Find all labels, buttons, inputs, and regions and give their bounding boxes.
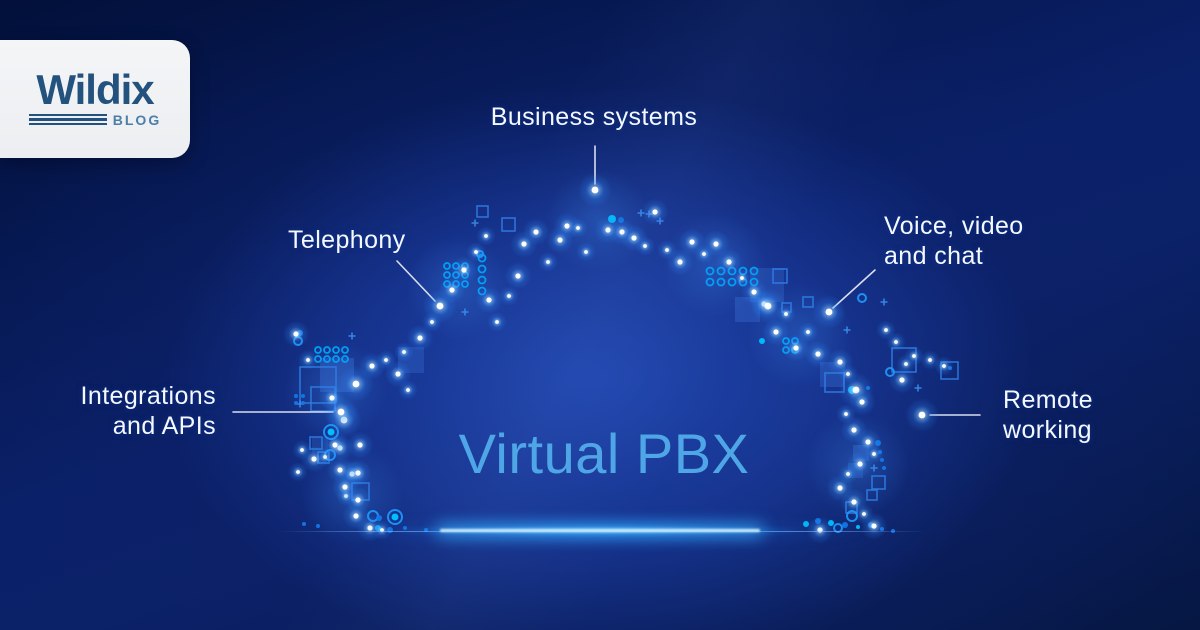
label-remote-working: Remote working: [1003, 385, 1093, 445]
label-business-systems: Business systems: [491, 102, 697, 132]
label-business-systems-text: Business systems: [490, 103, 698, 131]
label-voice-line1: Voice, video: [884, 212, 1024, 240]
logo-lines-icon: [28, 113, 107, 129]
logo-subrow: BLOG: [28, 112, 162, 129]
label-integrations-line2: and APIs: [112, 412, 216, 440]
label-integrations-line1: Integrations: [80, 382, 216, 410]
label-integrations-apis: Integrations and APIs: [56, 381, 216, 441]
label-remote-line1: Remote: [1003, 386, 1093, 414]
page-title: Virtual PBX: [458, 422, 750, 485]
blog-label: BLOG: [112, 112, 162, 128]
label-telephony: Telephony: [288, 225, 406, 255]
wildix-blog-logo-card: Wildix BLOG: [0, 40, 190, 158]
light-streak-core: [440, 529, 760, 532]
label-telephony-text: Telephony: [288, 226, 406, 254]
label-voice-line2: and chat: [884, 242, 984, 270]
wildix-wordmark: Wildix: [36, 66, 154, 113]
label-voice-video-chat: Voice, video and chat: [884, 211, 1024, 271]
label-remote-line2: working: [1003, 416, 1092, 444]
